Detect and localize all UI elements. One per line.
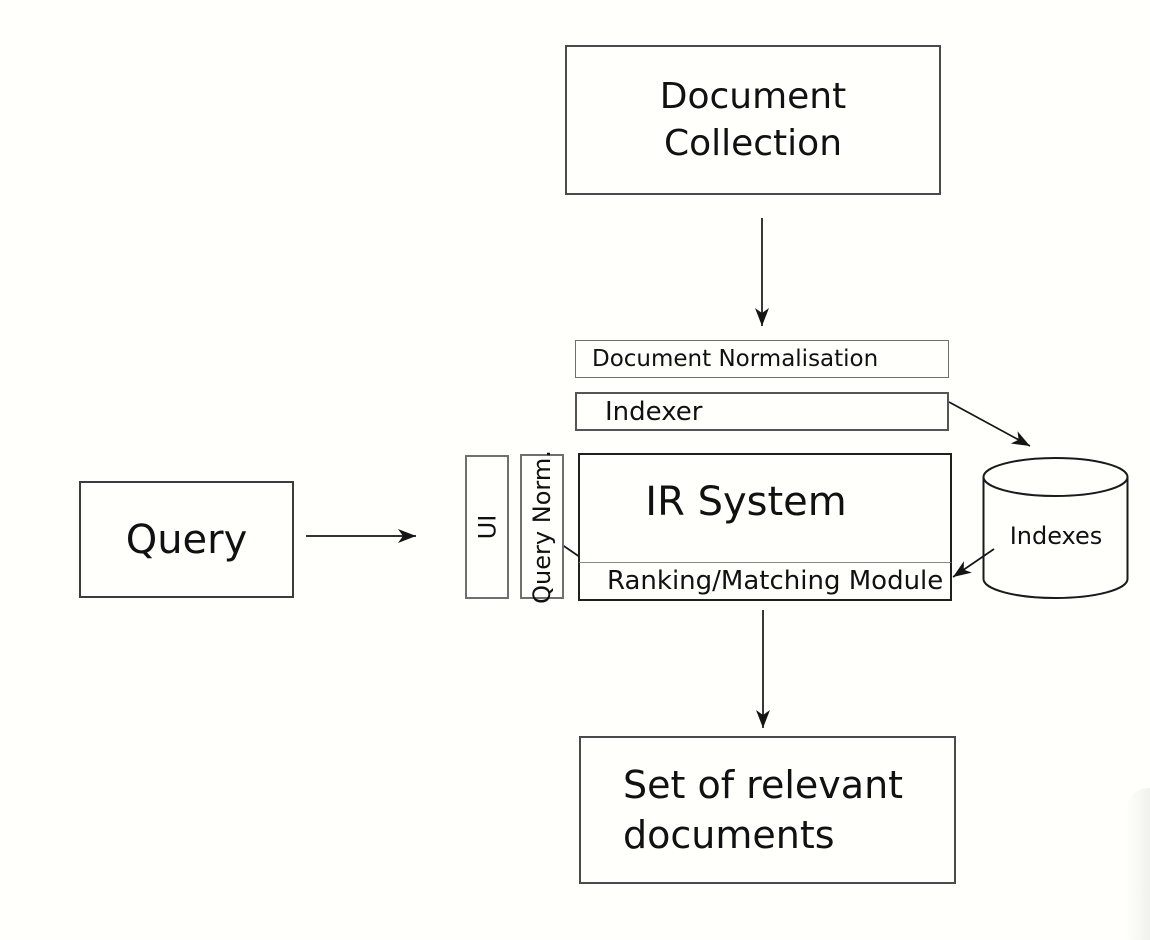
- node-document-collection-label: Document Collection: [659, 76, 847, 164]
- node-document-normalisation-label: Document Normalisation: [592, 346, 879, 372]
- node-ranking-matching-module: Ranking/Matching Module: [578, 562, 952, 601]
- node-query-norm: Query Norm.: [520, 450, 564, 603]
- node-query-norm-label: Query Norm.: [528, 449, 556, 604]
- node-ranking-matching-module-label: Ranking/Matching Module: [607, 566, 944, 596]
- node-document-collection: Document Collection: [565, 45, 941, 195]
- arrow-indexes-to-ranking: [952, 548, 995, 578]
- node-query: Query: [79, 481, 294, 598]
- node-set-of-relevant-documents: Set of relevant documents: [579, 736, 956, 884]
- right-edge-artifact: [1125, 788, 1150, 940]
- node-ir-system-label: IR System: [645, 479, 847, 525]
- node-indexer-label: Indexer: [605, 396, 703, 427]
- arrow-indexer-to-indexes: [948, 401, 1031, 447]
- node-query-label: Query: [125, 516, 248, 563]
- node-set-of-relevant-documents-label: Set of relevant documents: [623, 763, 904, 857]
- node-ui-label: UI: [473, 514, 501, 540]
- node-document-normalisation: Document Normalisation: [575, 340, 949, 378]
- node-ui: UI: [465, 455, 509, 599]
- node-indexes-label: Indexes: [1009, 522, 1103, 550]
- node-indexer: Indexer: [575, 392, 949, 431]
